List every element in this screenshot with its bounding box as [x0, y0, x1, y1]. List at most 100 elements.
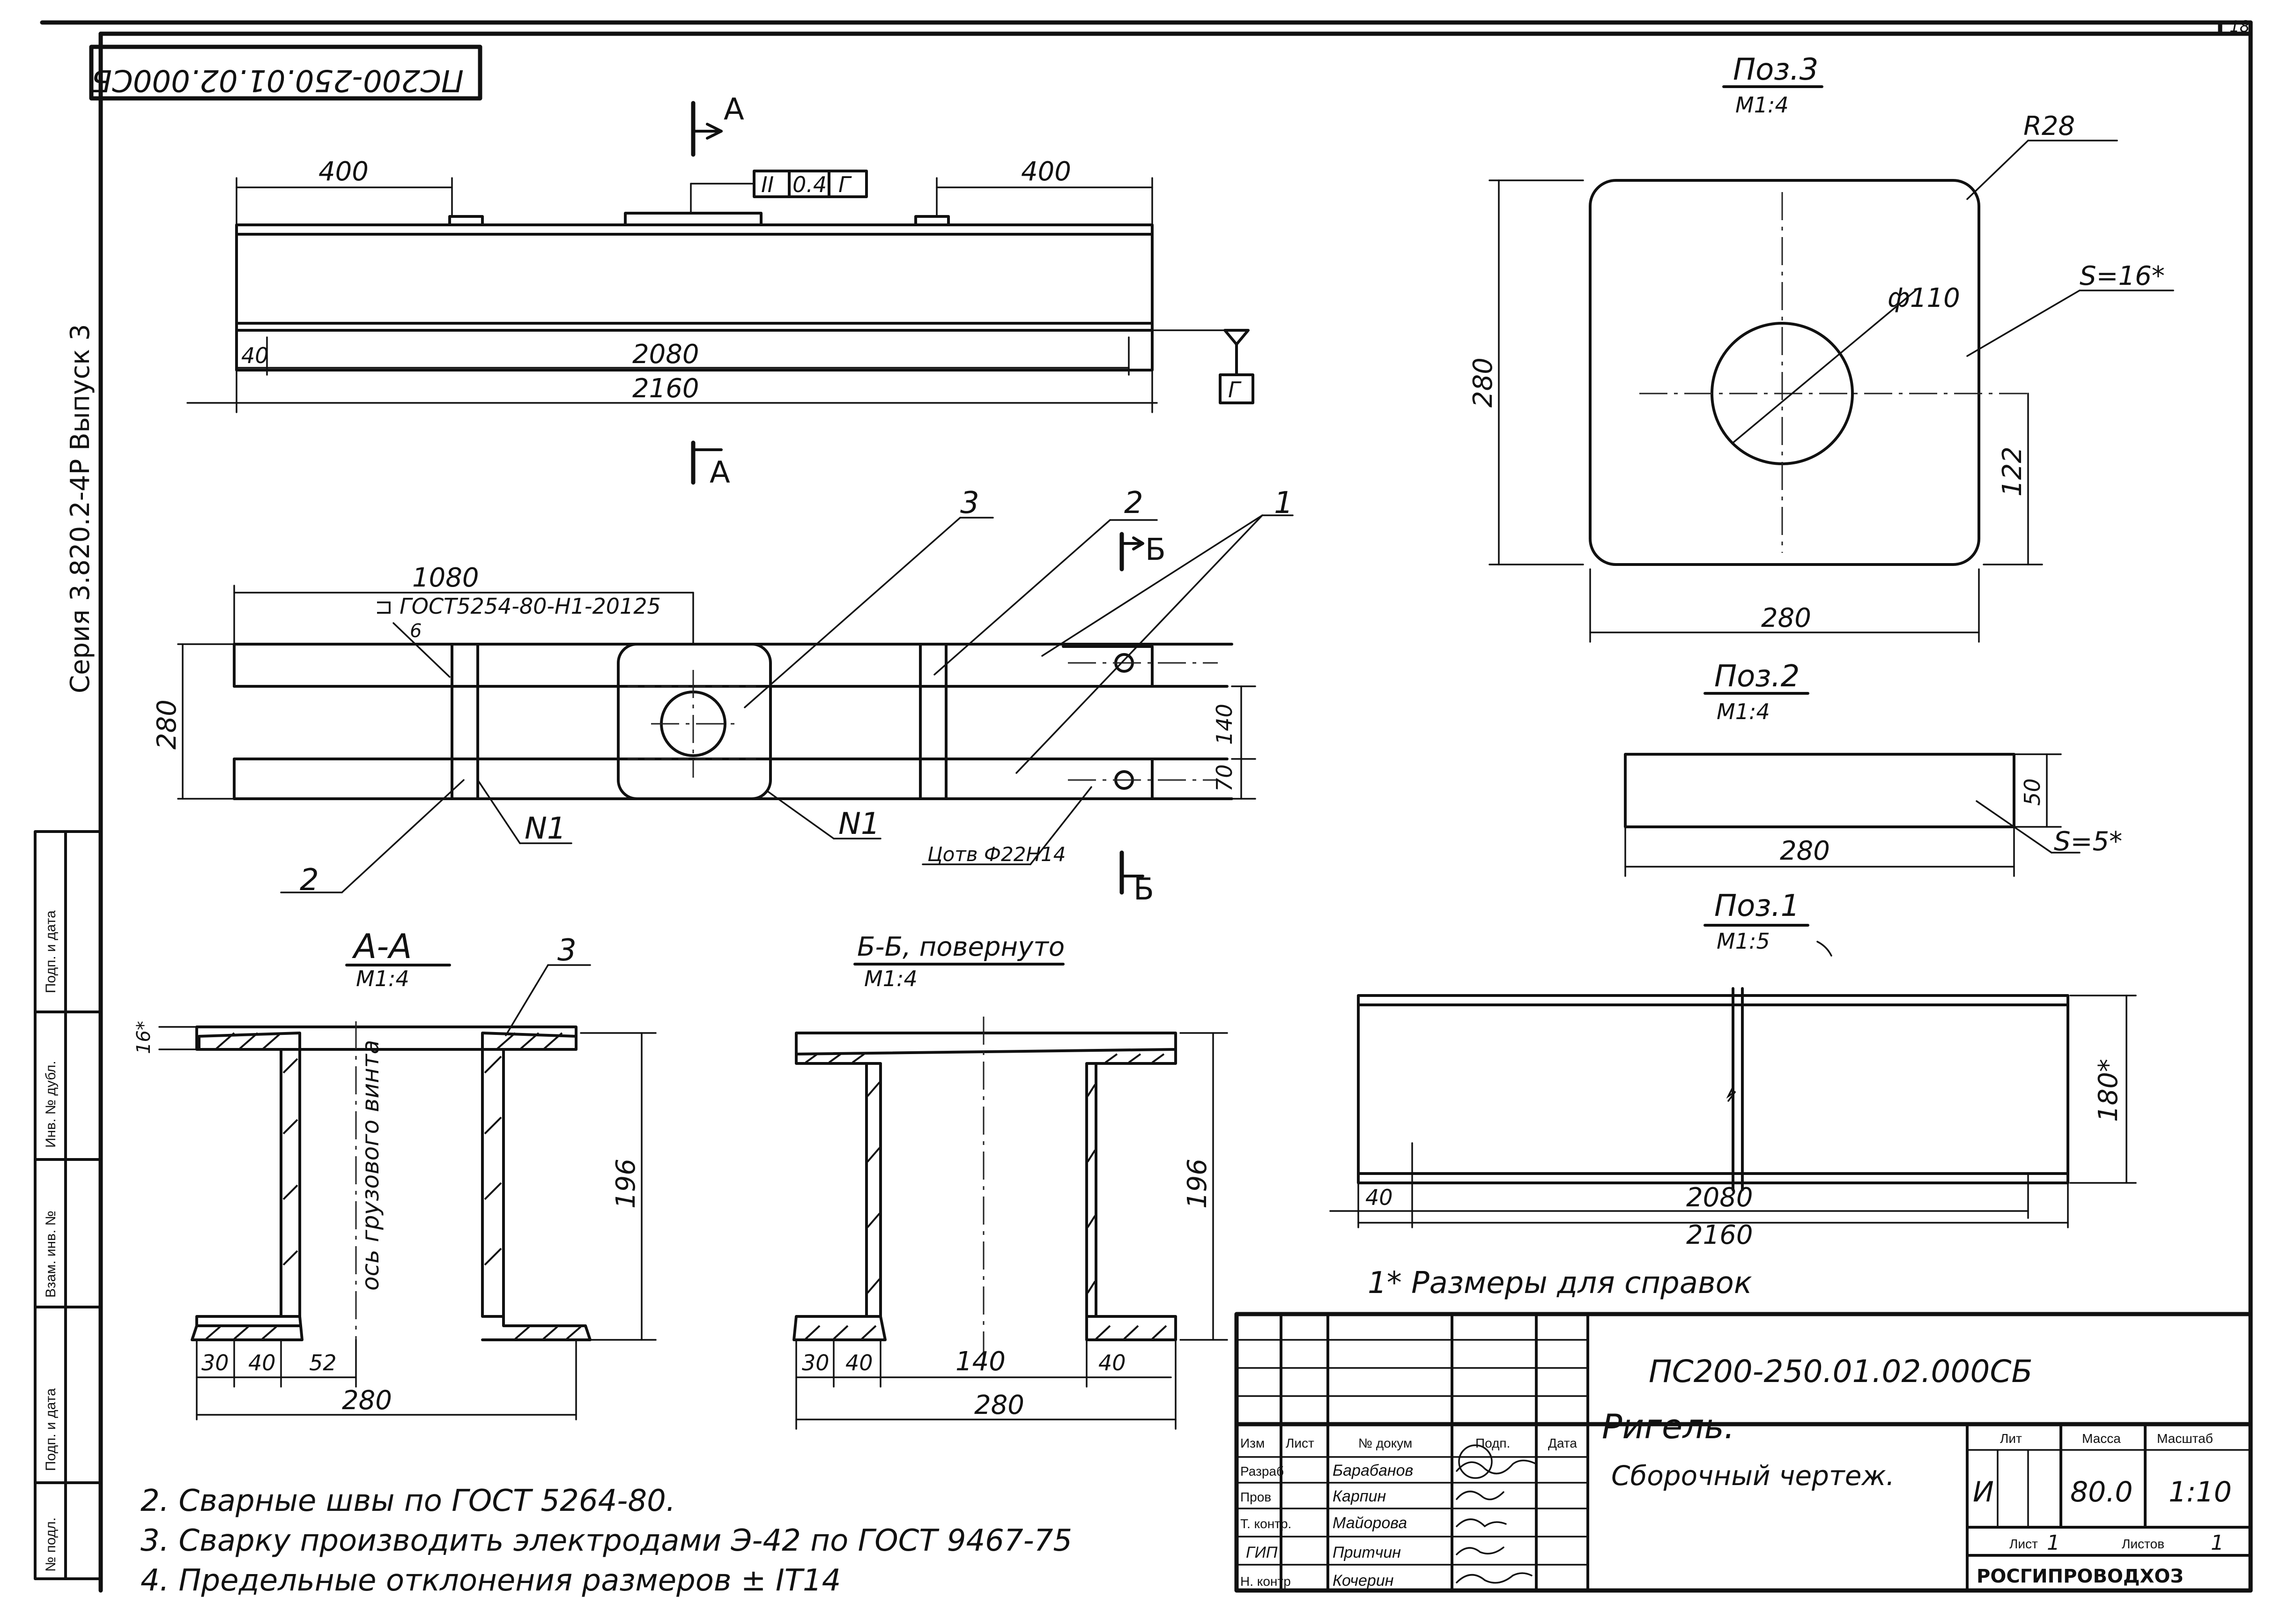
title-block: Изм Лист № докум Подп. Дата Разраб Бараб…: [1234, 1312, 2253, 1593]
section-mark-b-bottom: Б: [1133, 872, 1154, 907]
tol-sym: II: [761, 172, 774, 197]
poz1-dim-40: 40: [1365, 1185, 1393, 1210]
note-3: 3. Сварку производить электродами Э-42 п…: [141, 1523, 1072, 1558]
tb-sheets-label: Листов: [2122, 1537, 2164, 1551]
tb-name-4: Кочерин: [1333, 1572, 1394, 1590]
signature-2: [1456, 1518, 1507, 1528]
front-dim-70: 70: [1212, 764, 1237, 792]
top-stamp-code: ПС200-250.01.02.000СБ: [91, 63, 464, 97]
tb-sheets-value: 1: [2211, 1531, 2224, 1555]
tb-name-0: Барабанов: [1333, 1462, 1413, 1479]
weld-leg: 6: [410, 620, 422, 642]
tb-sheet-label: Лист: [2009, 1537, 2038, 1551]
aa-callout-3: 3: [557, 933, 577, 968]
weld-ref: ⊐ ГОСТ5254-80-Н1-20125: [375, 594, 661, 619]
tb-scale-value: 1:10: [2169, 1476, 2232, 1508]
poz2-scale: М1:4: [1717, 699, 1770, 724]
tb-role-0: Разраб: [1240, 1464, 1284, 1479]
tb-col-date: Дата: [1548, 1436, 1577, 1450]
poz3-title: Поз.3: [1733, 52, 1818, 87]
tb-name: Ригель.: [1602, 1407, 1735, 1446]
left-binding-strip: Подп. и дата Инв. № дубл. Взам. инв. № П…: [34, 830, 102, 1580]
aa-dim-16: 16*: [133, 1021, 155, 1054]
poz2-thickness: S=5*: [2054, 826, 2122, 857]
top-dim-400-right: 400: [1021, 156, 1071, 187]
poz1-title: Поз.1: [1714, 889, 1800, 923]
poz1-scale: М1:5: [1717, 929, 1770, 954]
top-dim-2160: 2160: [632, 373, 699, 404]
poz1-dim-2160: 2160: [1686, 1220, 1753, 1250]
aa-dim-280: 280: [342, 1385, 392, 1416]
tb-mass-label: Масса: [2082, 1431, 2121, 1446]
strip-cell-5: № подл.: [43, 1517, 59, 1572]
aa-axis-label: ось грузового винта: [357, 1040, 384, 1291]
tb-role-4: Н. контр: [1240, 1574, 1291, 1589]
poz3-scale: М1:4: [1735, 92, 1789, 118]
page-number: 18: [2229, 17, 2250, 36]
aa-dim-196: 196: [611, 1159, 641, 1209]
aa-dim-52: 52: [309, 1350, 337, 1375]
tb-col-izm: Изм: [1240, 1436, 1265, 1450]
poz2-dim-280: 280: [1780, 836, 1830, 866]
tb-role-3: ГИП: [1246, 1544, 1278, 1561]
poz1-dim-180: 180*: [2093, 1059, 2124, 1122]
strip-cell-4: Подп. и дата: [43, 1388, 59, 1471]
signature-0: [1456, 1459, 1537, 1475]
callout-1: 1: [1274, 486, 1293, 520]
detail-poz3: Поз.3 М1:4 ф110 R28 S=16* 280 122 280: [1468, 52, 2174, 643]
detail-poz2: Поз.2 М1:4 50 280 S=5*: [1624, 659, 2122, 877]
tb-mass-value: 80.0: [2070, 1476, 2133, 1508]
poz3-dia: ф110: [1888, 283, 1960, 313]
top-dim-2080: 2080: [632, 339, 699, 370]
bb-dim-30: 30: [802, 1350, 830, 1375]
signature-3: [1456, 1546, 1504, 1555]
strip-cell-2: Инв. № дубл.: [43, 1061, 59, 1148]
signature-1: [1456, 1490, 1504, 1501]
poz3-radius: R28: [2023, 111, 2075, 141]
tb-sheet-value: 1: [2047, 1531, 2060, 1555]
poz1-dim-2080: 2080: [1686, 1182, 1753, 1213]
bb-dim-280: 280: [974, 1390, 1024, 1420]
tol-val: 0.4: [792, 172, 827, 197]
ref-note: 1* Размеры для справок: [1368, 1266, 1752, 1300]
strip-cell-3: Взам. инв. №: [43, 1211, 59, 1298]
poz3-thickness: S=16*: [2080, 261, 2165, 291]
poz2-title: Поз.2: [1714, 659, 1800, 694]
poz2-dim-50: 50: [2020, 778, 2045, 806]
poz3-dim-280-v: 280: [1468, 357, 1498, 408]
tb-lit-label: Лит: [2000, 1431, 2022, 1446]
note-4: 4. Предельные отклонения размеров ± IT14: [141, 1563, 841, 1598]
top-view: 400 400 II 0.4 Г 40 2080 2160 Г А: [186, 92, 1254, 490]
tb-org: РОСГИПРОВОДХОЗ: [1977, 1566, 2184, 1587]
bb-dim-40-left: 40: [845, 1350, 873, 1375]
weld-mark-n1-right: N1: [838, 807, 880, 841]
front-dim-1080: 1080: [412, 563, 479, 593]
holes-note: Цотв Ф22Н14: [927, 843, 1066, 866]
tb-lit-value: И: [1973, 1476, 1994, 1508]
bb-dim-40-right: 40: [1098, 1350, 1126, 1375]
section-mark-a-bottom: А: [710, 455, 730, 490]
bb-title: Б-Б, повернуто: [857, 932, 1065, 962]
poz3-dim-280-h: 280: [1761, 603, 1811, 633]
series-label: Серия 3.820.2-4Р Выпуск 3: [65, 324, 96, 693]
tb-col-list: Лист: [1286, 1436, 1314, 1450]
front-dim-140: 140: [1212, 704, 1237, 745]
poz3-dim-122: 122: [1997, 446, 2028, 497]
top-dim-40: 40: [241, 343, 269, 368]
front-dim-280: 280: [152, 699, 182, 750]
top-dim-400-left: 400: [318, 156, 369, 187]
tb-doc-type: Сборочный чертеж.: [1611, 1460, 1895, 1492]
aa-dim-40: 40: [248, 1350, 276, 1375]
section-mark-a-top: А: [724, 92, 744, 127]
tol-datum: Г: [838, 172, 852, 197]
weld-mark-n1-left: N1: [525, 811, 566, 846]
strip-cell-1: Подп. и дата: [43, 910, 59, 993]
tb-doc-code: ПС200-250.01.02.000СБ: [1649, 1353, 2033, 1390]
tb-col-sign: Подп.: [1475, 1436, 1510, 1450]
detail-poz1: Поз.1 М1:5 180* 40 2080 2160: [1329, 889, 2137, 1250]
note-2: 2. Сварные швы по ГОСТ 5264-80.: [141, 1484, 675, 1518]
section-bb: Б-Б, повернуто М1:4: [792, 932, 1228, 1430]
section-aa: А-А М1:4 ось грузового: [133, 927, 657, 1420]
